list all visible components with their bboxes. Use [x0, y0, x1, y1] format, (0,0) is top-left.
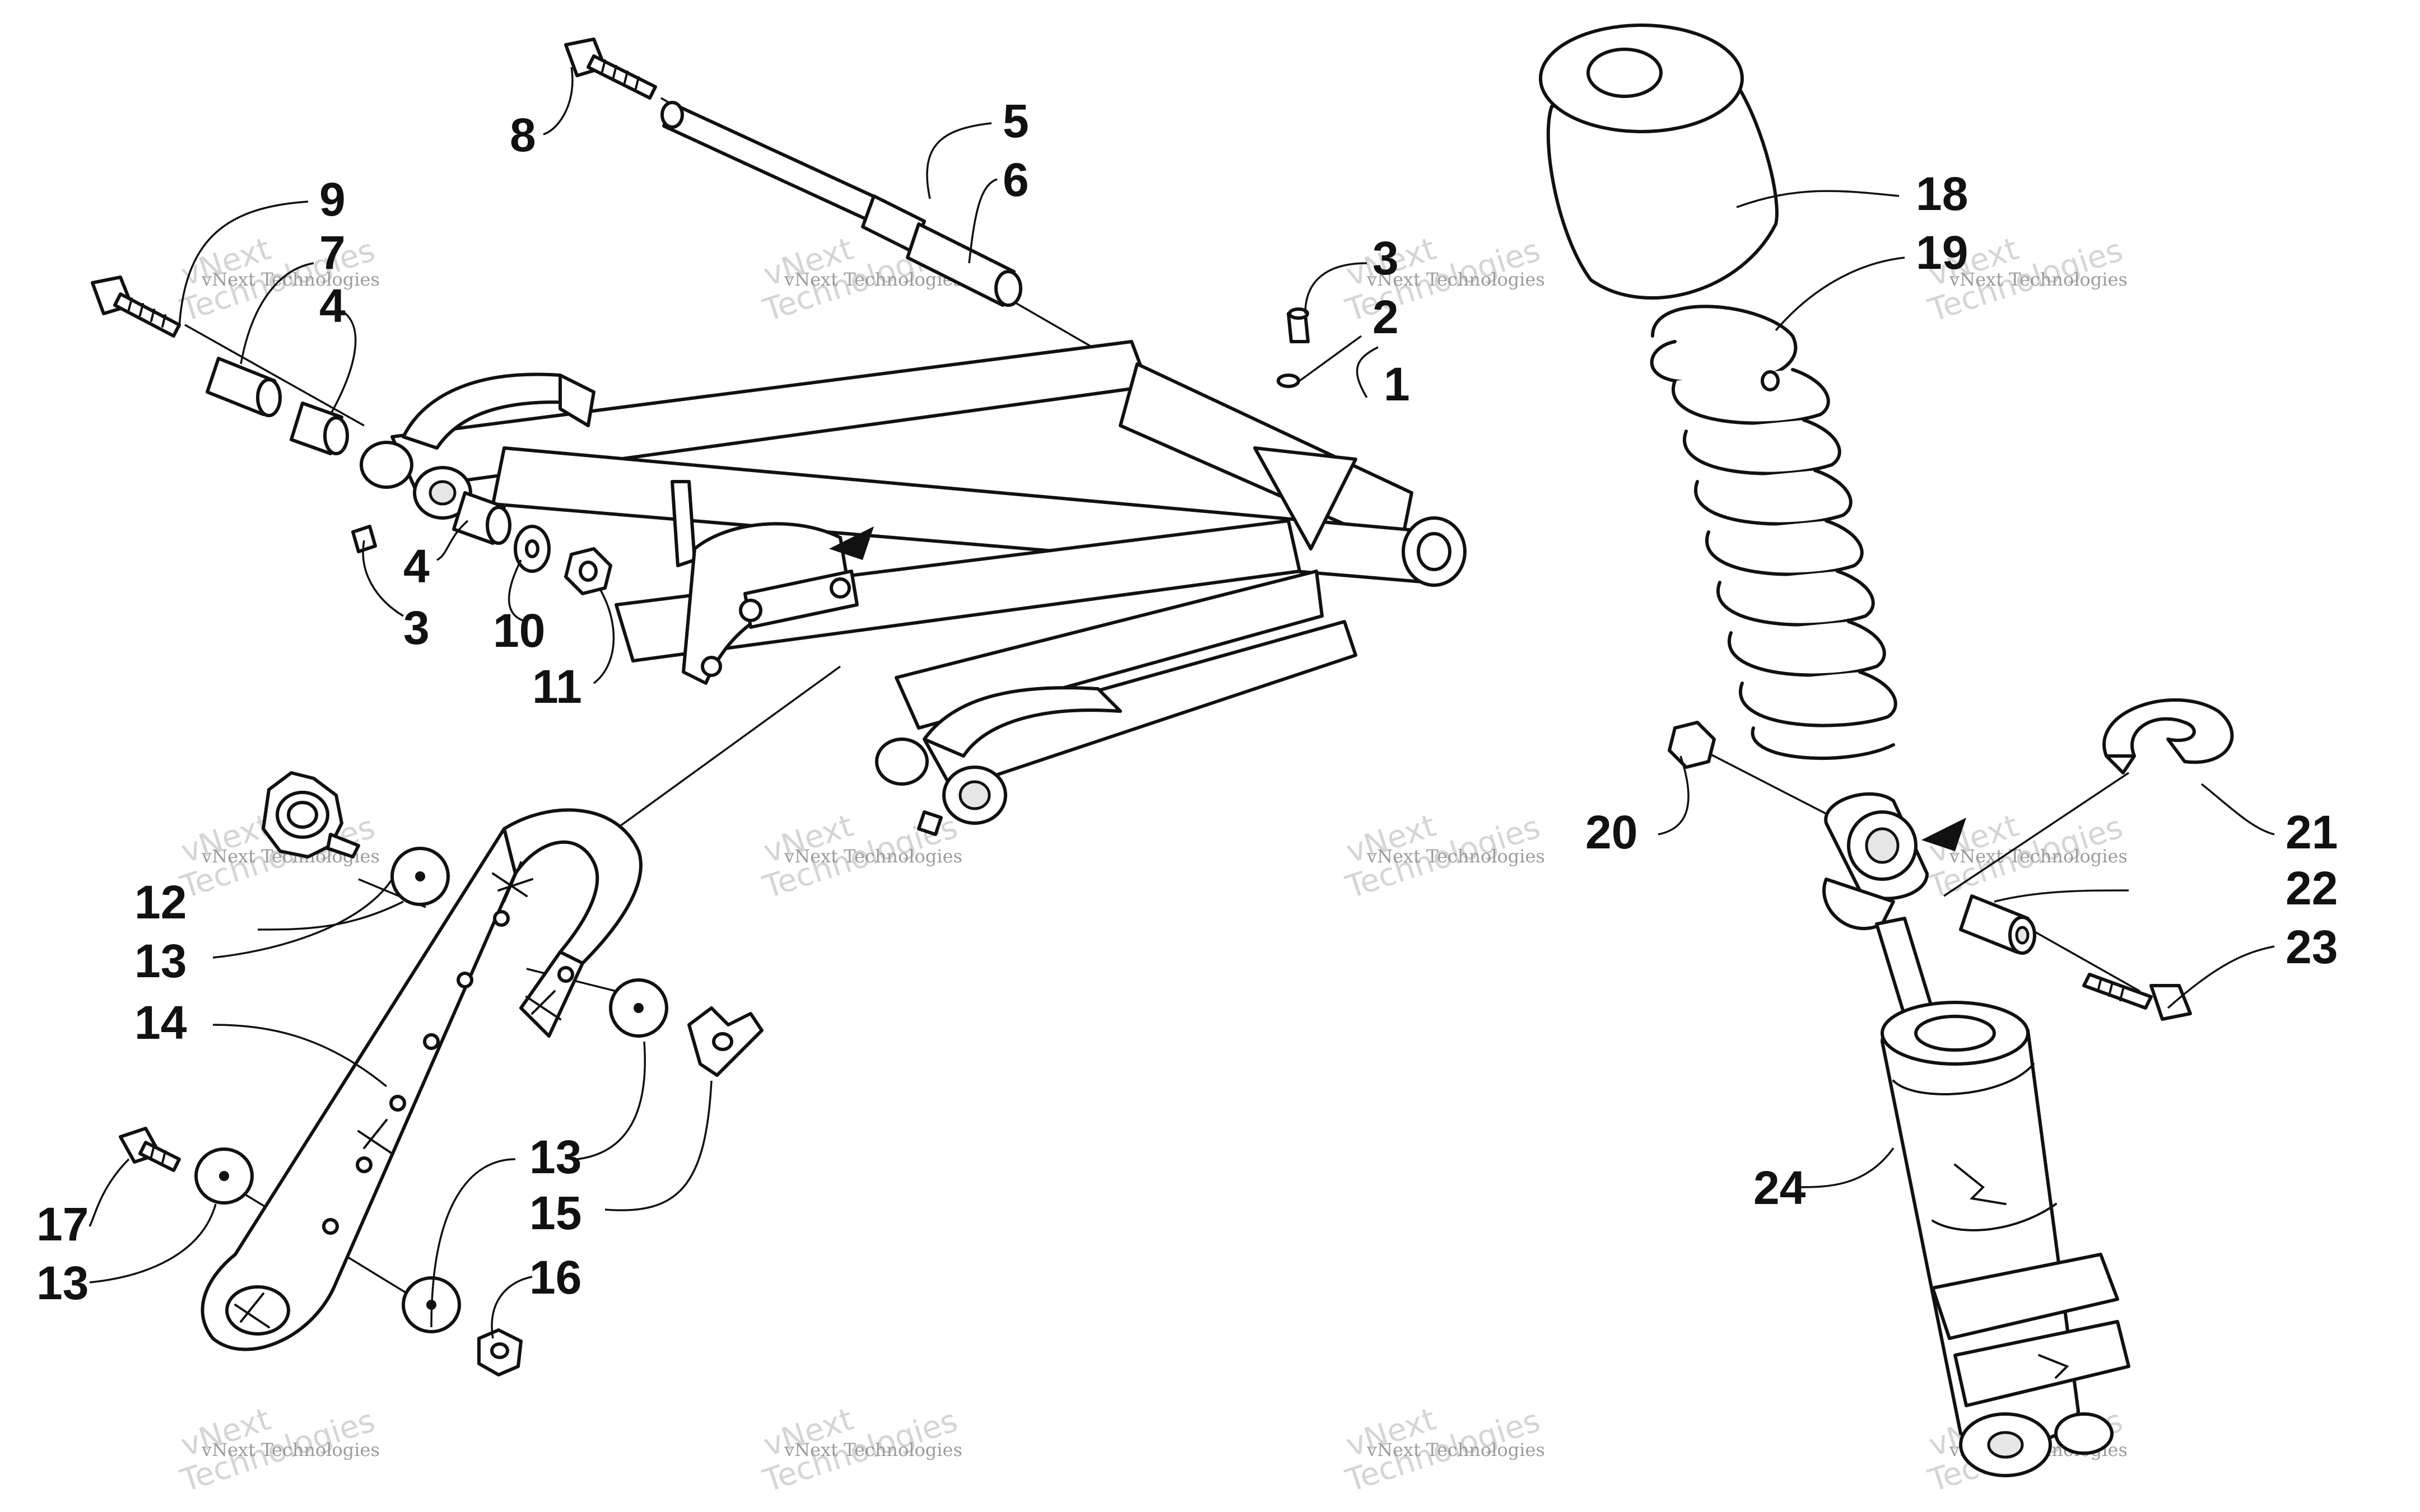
washer-13-b — [609, 978, 668, 1038]
callout-labels: 1 2 3 3 4 4 5 6 7 8 9 10 11 12 13 14 13 … — [36, 95, 2338, 1309]
nut-16 — [477, 1328, 523, 1376]
svg-text:vNext Technologies: vNext Technologies — [1366, 846, 1545, 867]
callout-11: 11 — [532, 660, 582, 713]
bushing-4-lower — [452, 491, 511, 545]
retainer-21 — [2102, 698, 2234, 774]
callout-19: 19 — [1916, 226, 1968, 279]
grease-fitting-3-right — [1287, 307, 1310, 343]
limiter-strap — [201, 808, 643, 1351]
callout-24: 24 — [1753, 1161, 1806, 1214]
svg-text:vNext Technologies: vNext Technologies — [784, 846, 962, 867]
svg-text:vNext Technologies: vNext Technologies — [1366, 269, 1545, 290]
callout-10: 10 — [493, 604, 545, 657]
callout-13: 13 — [134, 935, 187, 987]
nut-11 — [564, 547, 612, 595]
callout-22: 22 — [2286, 862, 2338, 914]
callout-14: 14 — [134, 996, 187, 1049]
nut-20 — [1668, 721, 1716, 769]
coil-spring-19 — [1650, 305, 1897, 760]
callout-2: 2 — [1372, 291, 1399, 343]
leader-lines — [89, 67, 2275, 1339]
washer-10 — [514, 525, 551, 573]
spring-cover-18 — [1539, 24, 1779, 300]
bolt-8 — [564, 38, 657, 100]
callout-4: 4 — [403, 540, 430, 592]
bushing-7 — [206, 357, 282, 417]
svg-text:vNext Technologies: vNext Technologies — [1366, 1439, 1545, 1460]
callout-7: 7 — [319, 226, 346, 279]
callout-13: 13 — [36, 1257, 89, 1309]
pivot-shaft — [660, 101, 1022, 307]
callout-16: 16 — [529, 1251, 581, 1304]
bolt-23 — [2082, 973, 2192, 1021]
callout-13: 13 — [529, 1131, 581, 1183]
grease-fitting-3-left — [351, 525, 377, 553]
svg-text:vNext Technologies: vNext Technologies — [1949, 269, 2128, 290]
direction-arrow-icon — [829, 526, 874, 560]
washer-13-a — [390, 847, 450, 906]
knob-12 — [262, 771, 360, 858]
callout-3: 3 — [1372, 232, 1399, 284]
washer-2 — [1277, 374, 1300, 388]
svg-text:vNext Technologies: vNext Technologies — [784, 269, 962, 290]
callout-12: 12 — [134, 876, 187, 928]
callout-9: 9 — [319, 173, 346, 226]
bolt-17 — [119, 1127, 181, 1172]
direction-arrow-icon — [1921, 818, 1966, 851]
a-arm-frame — [360, 340, 1467, 836]
callout-3: 3 — [403, 601, 430, 654]
callout-5: 5 — [1003, 95, 1029, 147]
callout-20: 20 — [1585, 806, 1637, 858]
callout-21: 21 — [2286, 806, 2338, 858]
bushing-22 — [1959, 894, 2036, 955]
svg-text:vNext Technologies: vNext Technologies — [201, 1439, 380, 1460]
callout-8: 8 — [510, 109, 536, 161]
callout-4: 4 — [319, 279, 346, 332]
callout-1: 1 — [1384, 358, 1410, 410]
wing-nut-15 — [687, 1006, 764, 1077]
shock-absorber-24 — [1822, 792, 2130, 1477]
callout-6: 6 — [1003, 153, 1029, 206]
svg-text:vNext Technologies: vNext Technologies — [1949, 846, 2128, 867]
bolt-9 — [91, 276, 181, 338]
bushing-4-upper — [290, 402, 349, 455]
callout-17: 17 — [36, 1198, 89, 1250]
callout-18: 18 — [1916, 167, 1968, 220]
washer-13-c — [194, 1147, 254, 1205]
svg-text:vNext Technologies: vNext Technologies — [784, 1439, 962, 1460]
callout-15: 15 — [529, 1187, 581, 1239]
callout-23: 23 — [2286, 921, 2338, 973]
